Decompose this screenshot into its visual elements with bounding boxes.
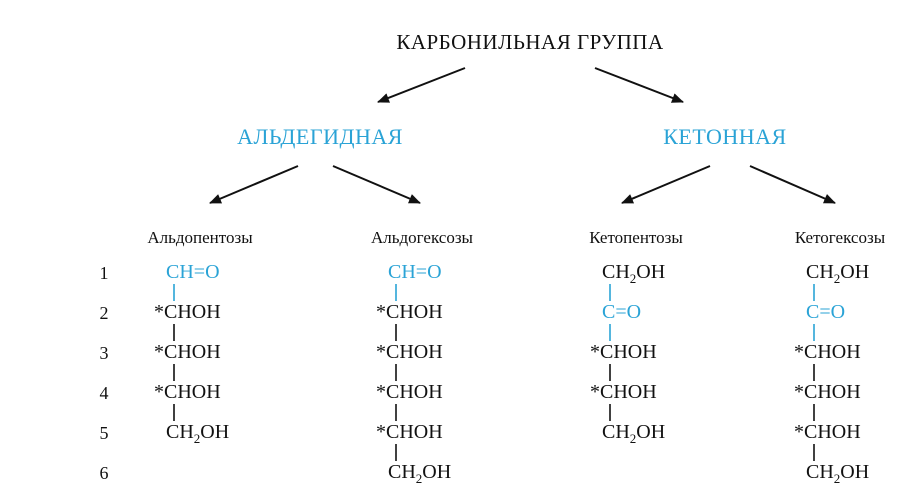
- formula-text: CH: [602, 421, 630, 443]
- arrow-to-aldopentoses: [209, 165, 299, 204]
- formula-text: CHOH: [164, 381, 221, 403]
- formula-text: CHOH: [164, 301, 221, 323]
- bond-lines: [173, 284, 815, 461]
- formula-group: CH=O: [166, 262, 220, 282]
- row-number: 3: [99, 343, 109, 363]
- formula-group: CH2OH: [806, 262, 869, 285]
- column-label: Альдогексозы: [371, 228, 473, 247]
- row-number: 5: [99, 423, 109, 443]
- formula-text: C=O: [806, 301, 846, 323]
- row-number: 6: [99, 463, 109, 483]
- formula-text: CHOH: [804, 341, 861, 363]
- formula-group: *CHOH: [154, 302, 221, 322]
- formula-subscript: 2: [415, 471, 423, 486]
- formula-text: CHOH: [386, 381, 443, 403]
- formula-suffix: OH: [840, 461, 870, 483]
- formula-group: *CHOH: [376, 302, 443, 322]
- chiral-marker: *: [154, 301, 164, 323]
- formula-group: *CHOH: [376, 342, 443, 362]
- arrow-to-ketopentoses: [621, 165, 711, 204]
- formula-group: CH2OH: [602, 262, 665, 285]
- formula-text: CHOH: [600, 341, 657, 363]
- formula-group: *CHOH: [154, 382, 221, 402]
- row-number: 1: [99, 263, 109, 283]
- formula-group: CH2OH: [166, 422, 229, 445]
- formula-group: *CHOH: [154, 342, 221, 362]
- chiral-marker: *: [376, 421, 386, 443]
- arrow-to-aldohexoses: [332, 165, 421, 204]
- arrow-to-ketohexoses: [749, 165, 836, 204]
- chiral-marker: *: [794, 381, 804, 403]
- formula-group: *CHOH: [376, 422, 443, 442]
- formula-group: *CHOH: [376, 382, 443, 402]
- arrow-to-aldehyde: [377, 67, 466, 103]
- formula-text: CH: [806, 261, 834, 283]
- formula-text: CH: [166, 421, 194, 443]
- formula-group: CH=O: [388, 262, 442, 282]
- row-number: 4: [99, 383, 109, 403]
- column-label: Кетогексозы: [794, 228, 886, 247]
- formula-group: C=O: [602, 302, 641, 322]
- row-number: 2: [99, 303, 109, 323]
- formula-text: CH: [602, 261, 630, 283]
- column-label: Альдопентозы: [147, 228, 253, 247]
- formula-text: CHOH: [804, 381, 861, 403]
- formula-subscript: 2: [193, 431, 201, 446]
- formula-group: C=O: [806, 302, 845, 322]
- diagram-title: КАРБОНИЛЬНАЯ ГРУППА: [396, 30, 664, 54]
- chiral-marker: *: [154, 381, 164, 403]
- formula-group: *CHOH: [794, 422, 861, 442]
- formula-text: C=O: [602, 301, 642, 323]
- formula-suffix: OH: [636, 261, 666, 283]
- formula-subscript: 2: [833, 471, 841, 486]
- chiral-marker: *: [376, 341, 386, 363]
- formula-text: CHOH: [804, 421, 861, 443]
- chiral-marker: *: [794, 341, 804, 363]
- formula-suffix: OH: [636, 421, 666, 443]
- formula-subscript: 2: [629, 271, 637, 286]
- chiral-marker: *: [376, 381, 386, 403]
- ketone-category: КЕТОННАЯ: [663, 124, 787, 149]
- formula-group: CH2OH: [806, 462, 869, 485]
- formula-text: CH=O: [166, 261, 220, 283]
- formula-text: CH: [388, 461, 416, 483]
- chiral-marker: *: [794, 421, 804, 443]
- formula-text: CHOH: [164, 341, 221, 363]
- chiral-marker: *: [590, 381, 600, 403]
- formula-subscript: 2: [833, 271, 841, 286]
- formula-text: CHOH: [386, 301, 443, 323]
- chiral-marker: *: [154, 341, 164, 363]
- formula-group: *CHOH: [794, 342, 861, 362]
- formula-text: CH: [806, 461, 834, 483]
- formula-text: CH=O: [388, 261, 442, 283]
- formula-group: *CHOH: [590, 382, 657, 402]
- formula-group: CH2OH: [602, 422, 665, 445]
- chiral-marker: *: [590, 341, 600, 363]
- column-label: Кетопентозы: [589, 228, 683, 247]
- formula-suffix: OH: [200, 421, 230, 443]
- formula-text: CHOH: [386, 341, 443, 363]
- formula-group: CH2OH: [388, 462, 451, 485]
- aldehyde-category: АЛЬДЕГИДНАЯ: [237, 124, 403, 149]
- formula-group: *CHOH: [590, 342, 657, 362]
- chiral-marker: *: [376, 301, 386, 323]
- formula-suffix: OH: [840, 261, 870, 283]
- formula-suffix: OH: [422, 461, 452, 483]
- formula-subscript: 2: [629, 431, 637, 446]
- formula-group: *CHOH: [794, 382, 861, 402]
- formula-text: CHOH: [386, 421, 443, 443]
- formula-text: CHOH: [600, 381, 657, 403]
- arrow-to-ketone: [594, 67, 684, 103]
